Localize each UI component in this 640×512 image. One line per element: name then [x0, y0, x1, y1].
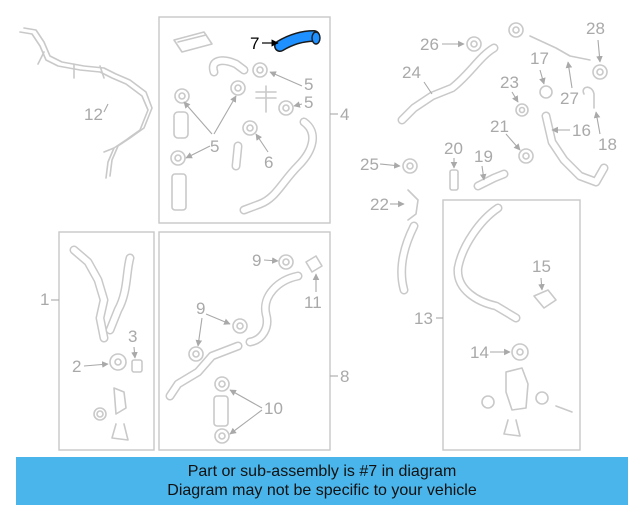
callout-25: 25: [360, 155, 379, 174]
callout-5a: 5: [304, 75, 313, 94]
banner-line-2: Diagram may not be specific to your vehi…: [167, 482, 477, 499]
callout-10: 10: [264, 399, 283, 418]
callout-28: 28: [586, 19, 605, 38]
part-12-pipe: [19, 27, 153, 179]
group-1-parts: [69, 245, 143, 441]
callout-11: 11: [304, 293, 322, 312]
part-7-hose-highlighted: [274, 30, 321, 52]
callout-17: 17: [530, 49, 549, 68]
callout-21: 21: [490, 117, 509, 136]
callout-4: 4: [340, 105, 349, 124]
callout-5c: 5: [210, 137, 219, 156]
callout-20: 20: [444, 139, 463, 158]
group-4-parts: [170, 31, 317, 215]
banner-line-1: Part or sub-assembly is #7 in diagram: [187, 463, 457, 480]
callout-1: 1: [40, 290, 49, 309]
callouts: 1 2 3 4 5 5 5 6 7 8 9 9 10 11 12: [40, 19, 617, 435]
callout-3: 3: [128, 327, 137, 346]
callout-8: 8: [340, 367, 349, 386]
callout-19: 19: [474, 147, 493, 166]
callout-13: 13: [414, 309, 433, 328]
info-banner: Part or sub-assembly is #7 in diagram Di…: [16, 457, 628, 505]
callout-22: 22: [370, 195, 389, 214]
callout-15: 15: [532, 257, 551, 276]
group-box-4: [158, 16, 331, 224]
group-box-8: [158, 231, 331, 451]
callout-12: 12: [84, 105, 103, 124]
group-box-1: [58, 231, 155, 451]
callout-24: 24: [402, 63, 421, 82]
callout-2: 2: [72, 357, 81, 376]
group-13-parts: [453, 203, 573, 437]
right-side-parts: [397, 22, 609, 295]
callout-14: 14: [470, 343, 489, 362]
callout-9b: 9: [196, 299, 205, 318]
group-8-parts: [165, 254, 323, 444]
callout-16: 16: [572, 121, 591, 140]
callout-18: 18: [598, 135, 617, 154]
group-box-13: [442, 199, 581, 451]
callout-23: 23: [500, 73, 519, 92]
callout-5b: 5: [304, 93, 313, 112]
callout-9a: 9: [252, 251, 261, 270]
callout-26: 26: [420, 35, 439, 54]
callout-7: 7: [250, 34, 259, 53]
callout-27: 27: [560, 89, 579, 108]
callout-6: 6: [264, 153, 273, 172]
